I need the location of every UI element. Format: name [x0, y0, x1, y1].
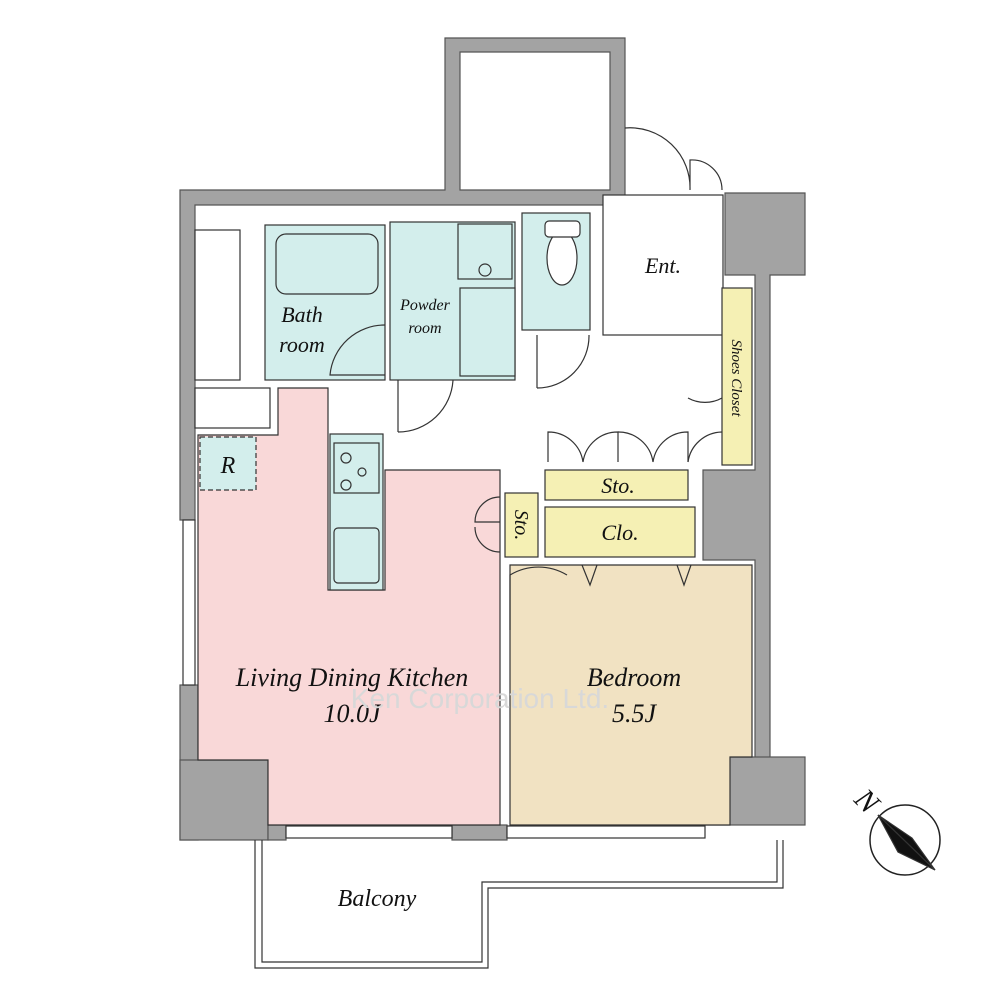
storage-hall: [544, 469, 689, 501]
closet: [544, 506, 696, 558]
room-entrance: [602, 194, 724, 336]
stove-icon: [333, 442, 380, 494]
shoes-closet-label: Shoes Closet: [728, 339, 744, 417]
bedroom-label: Bedroom: [587, 663, 681, 692]
vanity-sink: [459, 287, 516, 377]
bath-label-2: room: [279, 332, 325, 357]
room-ldk: [197, 387, 501, 826]
washing-machine: [457, 223, 513, 280]
ldk-label: Living Dining Kitchen: [235, 663, 469, 692]
powder-label-2: room: [408, 320, 441, 337]
kitchen-sink-icon: [333, 527, 380, 584]
powder-label-1: Powder: [399, 297, 451, 314]
refrigerator-label: R: [220, 453, 236, 479]
bath-label-1: Bath: [281, 302, 323, 327]
watermark: Ken Corporation Ltd.: [351, 683, 609, 714]
storage-small-label: Sto.: [510, 510, 532, 541]
entrance-label: Ent.: [644, 253, 681, 278]
storage-small: [504, 492, 539, 558]
balcony-label: Balcony: [338, 886, 417, 912]
windows: [182, 519, 706, 839]
balcony: [254, 840, 784, 969]
storage-hall-label: Sto.: [601, 473, 635, 498]
compass: N: [847, 782, 941, 876]
doors: [329, 127, 723, 630]
refrigerator-space: [199, 436, 257, 491]
room-bedroom: [509, 564, 753, 826]
bedroom-size: 5.5J: [612, 699, 658, 728]
ldk-size: 10.0J: [323, 699, 382, 728]
shoes-closet: [721, 287, 753, 466]
toilet-icon: [546, 230, 578, 286]
closet-label: Clo.: [601, 520, 638, 545]
bathtub: [275, 233, 379, 295]
